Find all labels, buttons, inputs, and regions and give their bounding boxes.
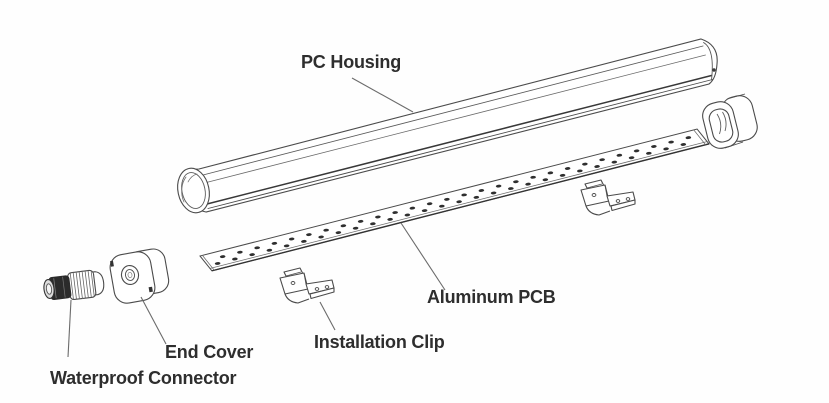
housing-open-end — [177, 167, 210, 214]
installation-clip-2-drawing — [580, 179, 636, 216]
housing-end-hole — [712, 68, 716, 72]
label-end-cover: End Cover — [165, 342, 254, 362]
aluminum-pcb-drawing — [199, 128, 710, 272]
leader-line-aluminum-pcb — [400, 222, 446, 291]
leader-line-end-cover — [140, 296, 167, 345]
pcb-led-dots — [214, 136, 692, 265]
pc-housing-drawing — [177, 38, 718, 214]
installation-clip-1-drawing — [279, 267, 335, 304]
leader-line-installation-clip — [319, 301, 336, 331]
end-cap-ring-drawing — [702, 93, 758, 149]
label-pc-housing: PC Housing — [301, 52, 401, 72]
waterproof-connector-drawing — [43, 269, 105, 301]
leader-line-waterproof-connector — [67, 299, 72, 358]
label-installation-clip: Installation Clip — [314, 332, 445, 352]
end-cover-drawing — [109, 248, 170, 304]
leader-line-pc-housing — [351, 77, 414, 113]
label-aluminum-pcb: Aluminum PCB — [427, 287, 556, 307]
label-waterproof-connector: Waterproof Connector — [50, 368, 237, 388]
